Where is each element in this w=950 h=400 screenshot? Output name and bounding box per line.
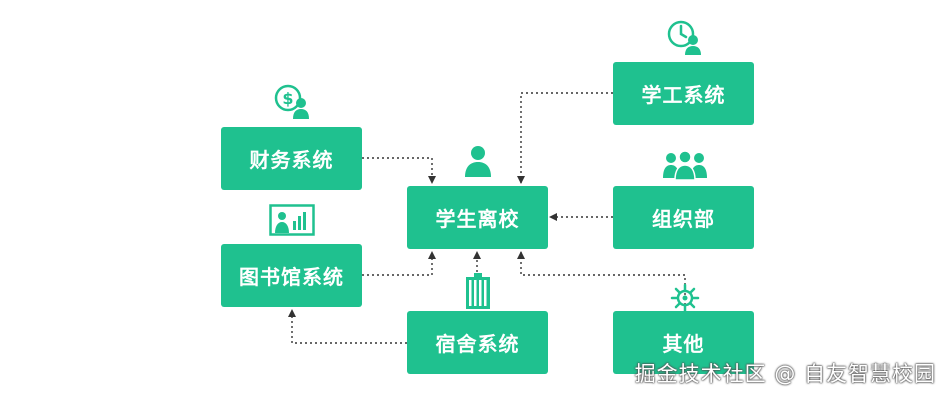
node-dorm-system-label: 宿舍系统 <box>435 332 520 356</box>
node-student-affairs-system[interactable]: 学工系统 <box>613 62 754 125</box>
connector-library-to-center <box>362 251 436 276</box>
node-library-system[interactable]: 图书馆系统 <box>221 244 362 307</box>
node-library-system-label: 图书馆系统 <box>239 265 344 289</box>
node-organization-department-label: 组织部 <box>652 207 715 231</box>
connector-other-to-center <box>517 251 686 310</box>
node-student-departure[interactable]: 学生离校 <box>407 186 548 249</box>
presentation-icon <box>269 204 315 240</box>
node-finance-system-label: 财务系统 <box>249 148 334 172</box>
person-icon <box>464 145 492 181</box>
clock-person-icon <box>667 20 703 60</box>
gear-icon <box>670 283 700 317</box>
node-other-label: 其他 <box>662 332 705 356</box>
watermark-text: 掘金技术社区 @ 自友智慧校园 <box>634 362 936 386</box>
connector-dorm-to-library <box>288 309 407 344</box>
node-other[interactable]: 其他 <box>613 311 754 374</box>
connector-finance-to-center <box>362 157 436 184</box>
node-dorm-system[interactable]: 宿舍系统 <box>407 311 548 374</box>
node-student-departure-label: 学生离校 <box>435 207 520 231</box>
connector-student-affairs-to-center <box>517 92 613 184</box>
node-student-affairs-system-label: 学工系统 <box>641 83 726 107</box>
money-person-icon: $ <box>272 84 312 124</box>
group-icon <box>662 150 708 184</box>
node-organization-department[interactable]: 组织部 <box>613 186 754 249</box>
node-finance-system[interactable]: 财务系统 <box>221 127 362 190</box>
svg-text:$: $ <box>282 89 293 108</box>
building-icon <box>464 273 492 313</box>
